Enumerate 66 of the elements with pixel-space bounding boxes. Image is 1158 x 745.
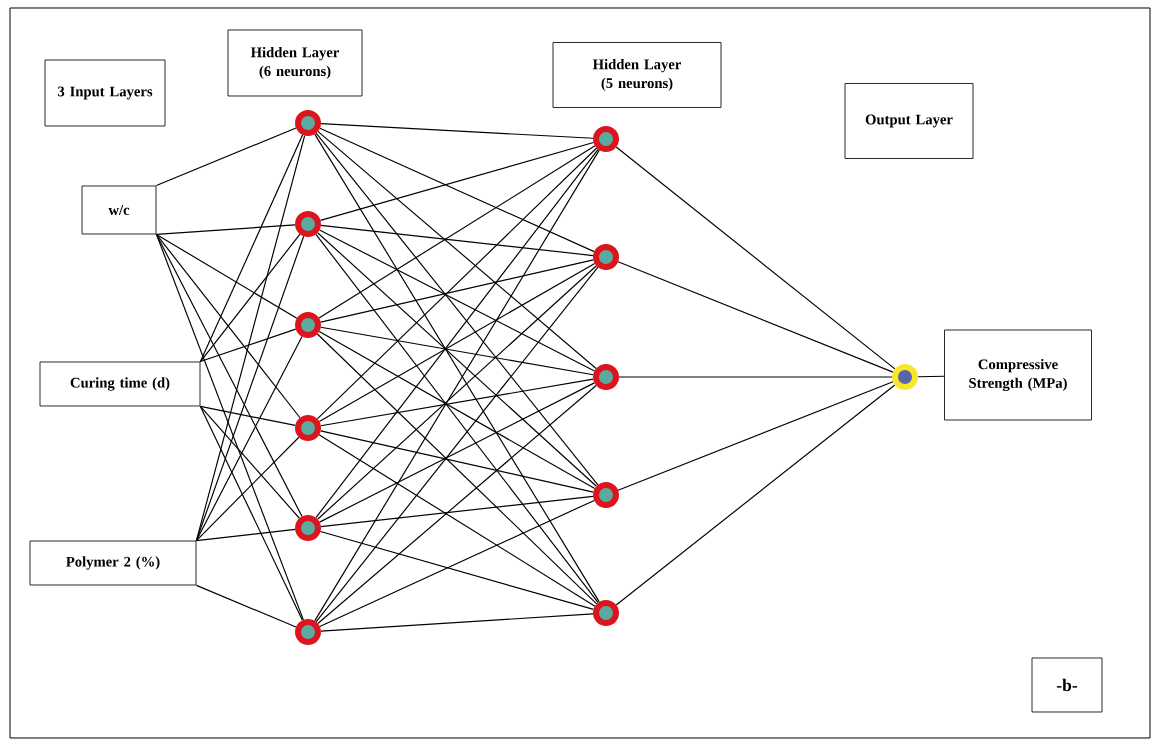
panel-label-box: -b- xyxy=(1031,657,1103,713)
connection-line xyxy=(195,235,305,542)
connection-line xyxy=(317,130,597,370)
connection-line xyxy=(199,233,301,363)
neuron-circle xyxy=(295,515,321,541)
connection-line xyxy=(319,141,595,221)
connection-line xyxy=(195,335,303,542)
connection-line xyxy=(318,330,596,490)
connection-line xyxy=(195,436,300,542)
connection-line xyxy=(195,584,297,628)
neuron-circle xyxy=(593,244,619,270)
connection-line xyxy=(320,430,594,493)
neuron-circle xyxy=(892,364,918,390)
layer-heading-box: Hidden Layer (5 neurons) xyxy=(552,42,722,108)
connection-line xyxy=(320,378,594,427)
neuron-circle xyxy=(295,110,321,136)
neuron-circle xyxy=(593,482,619,508)
connection-line xyxy=(617,261,894,373)
connection-line xyxy=(317,232,597,487)
connection-line xyxy=(316,333,598,605)
neuron-circle xyxy=(295,415,321,441)
connection-line xyxy=(319,530,595,610)
connection-line xyxy=(320,326,594,376)
connection-line xyxy=(199,405,296,426)
connection-line xyxy=(318,145,596,319)
connection-line xyxy=(320,259,594,323)
connection-line xyxy=(615,146,896,370)
connection-line xyxy=(320,613,594,632)
input-box: Curing time (d) xyxy=(39,361,201,407)
connection-line xyxy=(195,528,296,542)
connection-line xyxy=(319,127,595,253)
connection-line xyxy=(319,499,595,628)
connection-line xyxy=(618,376,893,378)
connection-line xyxy=(155,224,296,235)
neuron-circle xyxy=(593,600,619,626)
connection-line xyxy=(317,384,597,625)
connection-line xyxy=(320,224,594,257)
connection-line xyxy=(318,434,596,607)
connection-line xyxy=(155,127,297,187)
layer-heading-box: Output Layer xyxy=(844,83,974,159)
neuron-circle xyxy=(593,364,619,390)
connection-line xyxy=(319,382,595,523)
neuron-circle xyxy=(295,312,321,338)
connection-line xyxy=(617,381,894,491)
connection-line xyxy=(199,405,300,519)
connection-line xyxy=(917,375,945,378)
output-box: Compressive Strength (MPa) xyxy=(944,329,1092,421)
neuron-circle xyxy=(295,211,321,237)
connection-line xyxy=(317,265,597,520)
input-box: Polymer 2 (%) xyxy=(29,540,197,586)
layer-heading-box: Hidden Layer (6 neurons) xyxy=(227,29,363,97)
connection-line xyxy=(320,123,594,139)
connection-line xyxy=(316,147,598,420)
connection-line xyxy=(318,262,596,423)
connection-line xyxy=(615,384,896,606)
layer-heading-box: 3 Input Layers xyxy=(44,59,166,127)
input-box: w/c xyxy=(81,185,157,235)
connection-line xyxy=(319,229,596,372)
connection-line xyxy=(199,405,303,621)
neuron-circle xyxy=(593,126,619,152)
connection-line xyxy=(155,233,301,419)
connection-line xyxy=(155,233,304,621)
neuron-circle xyxy=(295,619,321,645)
connection-line xyxy=(320,495,594,528)
connection-line xyxy=(155,233,298,319)
connection-line xyxy=(199,328,297,363)
